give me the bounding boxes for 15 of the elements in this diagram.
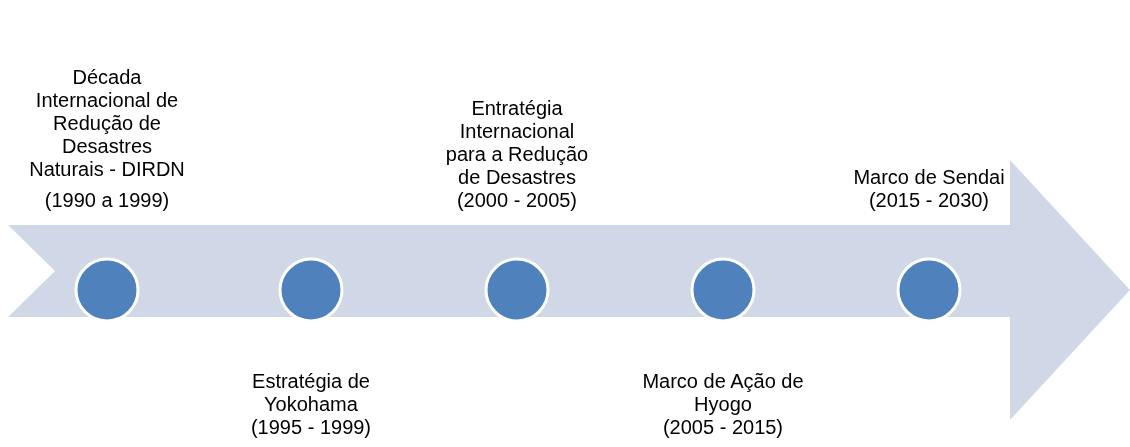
milestone-title: Estratégia de Yokohama bbox=[251, 370, 371, 416]
timeline-marker bbox=[74, 257, 140, 323]
date-range: (1995 - 1999) bbox=[250, 416, 372, 439]
date-range: (1990 a 1999) bbox=[44, 189, 170, 212]
milestone-title: Entratégia Internacional para a Redução de Desastres bbox=[444, 97, 590, 189]
milestone-title: Marco de Ação de Hyogo bbox=[641, 370, 805, 416]
timeline-marker bbox=[278, 257, 344, 323]
timeline-marker bbox=[896, 257, 962, 323]
timeline-marker bbox=[690, 257, 756, 323]
date-range: (2000 - 2005) bbox=[456, 189, 578, 212]
milestone-title: Década Internacional de Redução de Desastres Naturais - DIRDN bbox=[28, 66, 186, 181]
timeline-marker bbox=[484, 257, 550, 323]
date-range: (2005 - 2015) bbox=[662, 416, 784, 439]
date-range: (2015 - 2030) bbox=[868, 189, 990, 212]
milestone-title: Marco de Sendai bbox=[853, 166, 1005, 189]
